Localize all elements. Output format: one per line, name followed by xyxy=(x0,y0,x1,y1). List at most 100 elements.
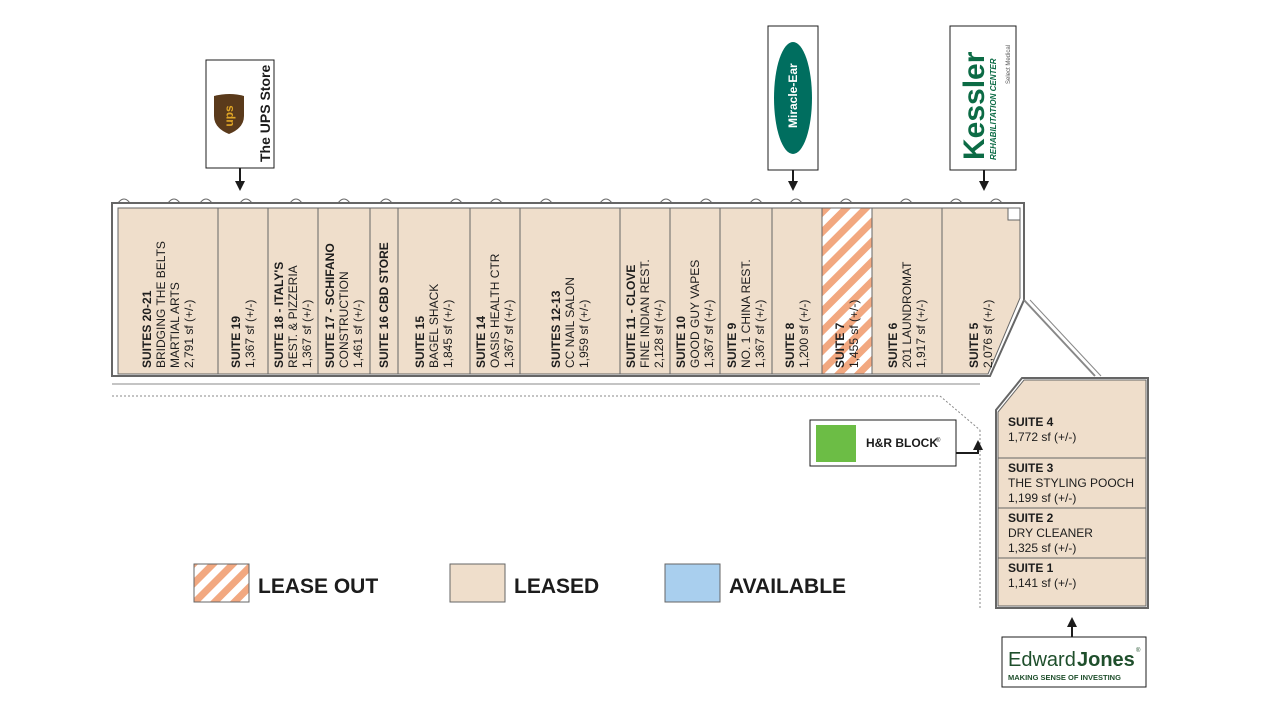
suite-label-s8-line0: SUITE 8 xyxy=(783,322,797,368)
suite-label-s7-line1: 1,455 sf (+/-) xyxy=(847,300,861,368)
suite-area-s1 xyxy=(997,557,1147,607)
suite-label-s18-line2: 1,367 sf (+/-) xyxy=(300,300,314,368)
suite-label-s2-line2: 1,325 sf (+/-) xyxy=(1008,541,1076,555)
suite-area-s12 xyxy=(519,207,621,375)
legend: LEASE OUT LEASED AVAILABLE xyxy=(193,563,846,603)
suite-label-s11-line2: 2,128 sf (+/-) xyxy=(652,300,666,368)
suite-label-s9-line2: 1,367 sf (+/-) xyxy=(753,300,767,368)
suite-label-s12-line0: SUITES 12-13 xyxy=(549,290,563,368)
ups-store-name: The UPS Store xyxy=(257,65,273,162)
suite-label-s12-line1: CC NAIL SALON xyxy=(563,277,577,368)
suite-label-s1-line0: SUITE 1 xyxy=(1008,561,1054,575)
door-mark-icon xyxy=(289,198,303,204)
door-mark-icon xyxy=(167,198,181,204)
door-mark-icon xyxy=(239,198,253,204)
hr-block-name: H&R BLOCK xyxy=(866,436,938,450)
hr-block-logo-square xyxy=(816,425,856,462)
kessler-sign: Kessler REHABILITATION CENTER Select Med… xyxy=(949,25,1017,191)
suite-label-s16-line0: SUITE 16 CBD STORE xyxy=(377,242,391,368)
suite-area-s20 xyxy=(117,207,219,375)
suite-label-s20-line1: BRIDGING THE BELTS xyxy=(154,241,168,368)
edward-jones-name-a: Edward xyxy=(1008,649,1076,671)
kessler-tag: Select Medical xyxy=(1006,45,1012,84)
suite-label-s12-line2: 1,959 sf (+/-) xyxy=(577,300,591,368)
door-mark-icon xyxy=(699,198,713,204)
door-mark-icon xyxy=(199,198,213,204)
door-mark-icon xyxy=(749,198,763,204)
suite-label-s10-line1: GOOD GUY VAPES xyxy=(688,260,702,368)
suite-label-s2-line0: SUITE 2 xyxy=(1008,511,1054,525)
suite-label-s6-line0: SUITE 6 xyxy=(886,322,900,368)
suite-area-s6 xyxy=(871,207,943,375)
door-mark-icon xyxy=(539,198,553,204)
suite-label-s11-line1: FINE INDIAN REST. xyxy=(638,259,652,368)
suite-label-s20-line0: SUITES 20-21 xyxy=(140,290,154,368)
miracle-ear-sign: Miracle-Ear xyxy=(767,25,819,191)
door-mark-icon xyxy=(117,198,131,204)
suite-label-s4-line1: 1,772 sf (+/-) xyxy=(1008,430,1076,444)
suite-area-s8 xyxy=(771,207,823,375)
suite-label-s5-line0: SUITE 5 xyxy=(967,322,981,368)
suite-area-s18 xyxy=(267,207,319,375)
suite-label-s14-line0: SUITE 14 xyxy=(474,316,488,368)
hr-block-arrow-icon xyxy=(956,440,983,454)
door-mark-icon xyxy=(337,198,351,204)
suite-label-s2-line1: DRY CLEANER xyxy=(1008,526,1093,540)
suite-label-s19-line1: 1,367 sf (+/-) xyxy=(243,300,257,368)
suite-area-s2 xyxy=(997,507,1147,559)
suite-area-s7 xyxy=(821,207,873,375)
door-mark-icon xyxy=(989,198,1003,204)
suite-label-s15-line0: SUITE 15 xyxy=(413,316,427,368)
suite-label-s15-line2: 1,845 sf (+/-) xyxy=(441,300,455,368)
suite-label-s17-line0: SUITE 17 - SCHIFANO xyxy=(323,243,337,368)
legend-label-available: AVAILABLE xyxy=(729,575,846,598)
door-mark-icon xyxy=(659,198,673,204)
suite-area-s5 xyxy=(941,207,1021,375)
suite-label-s3-line1: THE STYLING POOCH xyxy=(1008,476,1134,490)
door-mark-icon xyxy=(449,198,463,204)
door-mark-icon xyxy=(839,198,853,204)
suite-area-s3 xyxy=(997,457,1147,509)
suite-label-s18-line1: REST. & PIZZERIA xyxy=(286,265,300,368)
edward-jones-tagline: MAKING SENSE OF INVESTING xyxy=(1008,673,1121,682)
suite-label-s14-line1: OASIS HEALTH CTR xyxy=(488,253,502,368)
suite-label-s9-line0: SUITE 9 xyxy=(725,322,739,368)
suite-label-s7-line0: SUITE 7 xyxy=(833,322,847,368)
suite-label-s11-line0: SUITE 11 - CLOVE xyxy=(624,265,638,368)
suite-label-s17-line2: 1,461 sf (+/-) xyxy=(351,300,365,368)
suite-label-s6-line1: 201 LAUNDROMAT xyxy=(900,261,914,368)
suite-label-s14-line2: 1,367 sf (+/-) xyxy=(502,300,516,368)
legend-swatch-lease-out xyxy=(193,563,250,603)
suite-area-s4 xyxy=(997,379,1147,459)
suite-label-s20-line3: 2,791 sf (+/-) xyxy=(182,300,196,368)
door-mark-icon xyxy=(379,198,393,204)
suite-label-s3-line2: 1,199 sf (+/-) xyxy=(1008,491,1076,505)
suite-label-s10-line2: 1,367 sf (+/-) xyxy=(702,300,716,368)
suite-label-s10-line0: SUITE 10 xyxy=(674,316,688,368)
suite-label-s4-line0: SUITE 4 xyxy=(1008,415,1054,429)
edward-jones-sign: Edward Jones ® MAKING SENSE OF INVESTING xyxy=(1001,617,1147,688)
svg-text:ups: ups xyxy=(222,105,236,127)
suite-area-s17 xyxy=(317,207,371,375)
door-mark-icon xyxy=(599,198,613,204)
door-mark-icon xyxy=(949,198,963,204)
ups-shield-logo: ups xyxy=(214,94,244,134)
suite-label-s8-line1: 1,200 sf (+/-) xyxy=(797,300,811,368)
suite-label-s15-line1: BAGEL SHACK xyxy=(427,284,441,368)
suite-label-s17-line1: CONSTRUCTION xyxy=(337,271,351,368)
legend-label-lease-out: LEASE OUT xyxy=(258,575,378,598)
edward-jones-name-b: Jones xyxy=(1077,649,1135,671)
suite-area-s11 xyxy=(619,207,671,375)
suite-label-s20-line2: MARTIAL ARTS xyxy=(168,282,182,368)
legend-label-leased: LEASED xyxy=(514,575,599,598)
suite-label-s19-line0: SUITE 19 xyxy=(229,316,243,368)
suite-label-s3-line0: SUITE 3 xyxy=(1008,461,1054,475)
suite-area-s16 xyxy=(369,207,399,375)
suite-label-s6-line2: 1,917 sf (+/-) xyxy=(914,300,928,368)
ups-store-sign: ups The UPS Store xyxy=(205,59,275,191)
miracle-ear-name: Miracle-Ear xyxy=(786,63,800,128)
suite-area-s14 xyxy=(469,207,521,375)
